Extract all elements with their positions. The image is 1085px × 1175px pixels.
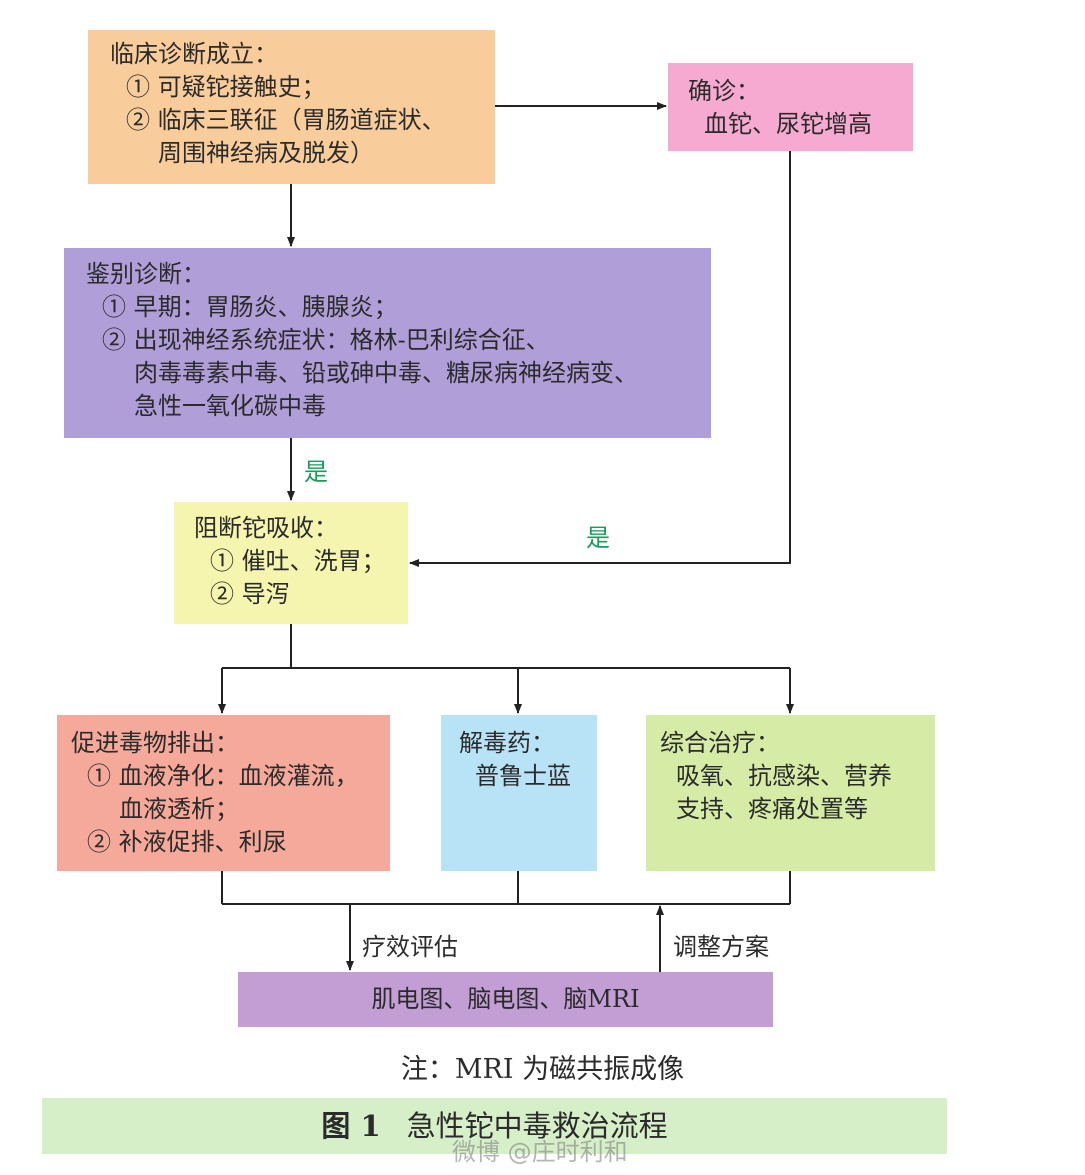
differential-title: 鉴别诊断： bbox=[86, 260, 206, 288]
yes-label-left: 是 bbox=[304, 458, 328, 486]
confirm-diagnosis-box: 确诊： 血铊、尿铊增高 bbox=[668, 63, 913, 151]
block-absorption-box: 阻断铊吸收： ① 催吐、洗胃； ② 导泻 bbox=[174, 502, 408, 624]
block-item-1: ① 催吐、洗胃； bbox=[210, 547, 386, 575]
general-item-2: 支持、疼痛处置等 bbox=[676, 795, 868, 823]
differential-item-2-cont-1: 肉毒毒素中毒、铅或砷中毒、糖尿病神经病变、 bbox=[134, 359, 638, 387]
watermark: 微博 @庄时利和 bbox=[452, 1138, 628, 1166]
exam-box: 肌电图、脑电图、脑MRI bbox=[238, 972, 773, 1027]
figure-number: 图 1 bbox=[321, 1109, 381, 1143]
evaluate-label: 疗效评估 bbox=[362, 933, 458, 961]
differential-item-2: ② 出现神经系统症状：格林-巴利综合征、 bbox=[102, 326, 550, 354]
differential-item-1: ① 早期：胃肠炎、胰腺炎； bbox=[102, 293, 398, 321]
general-item-1: 吸氧、抗感染、营养 bbox=[676, 762, 892, 790]
promote-item-1-cont: 血液透析； bbox=[119, 795, 239, 823]
promote-excretion-box: 促进毒物排出： ① 血液净化：血液灌流， 血液透析； ② 补液促排、利尿 bbox=[57, 715, 390, 871]
exam-text: 肌电图、脑电图、脑MRI bbox=[371, 985, 640, 1013]
yes-label-right: 是 bbox=[586, 524, 610, 552]
figure-caption: 图 1 急性铊中毒救治流程 bbox=[42, 1098, 947, 1154]
confirm-text: 血铊、尿铊增高 bbox=[704, 110, 872, 138]
clinical-title: 临床诊断成立： bbox=[110, 40, 278, 68]
block-item-2: ② 导泻 bbox=[210, 580, 290, 608]
arrow-confirm-to-block bbox=[409, 151, 791, 567]
antidote-box: 解毒药： 普鲁士蓝 bbox=[441, 715, 597, 871]
confirm-title: 确诊： bbox=[688, 77, 760, 105]
figure-title: 急性铊中毒救治流程 bbox=[406, 1109, 668, 1143]
figure-note: 注：MRI 为磁共振成像 bbox=[400, 1054, 685, 1085]
block-title: 阻断铊吸收： bbox=[194, 514, 338, 542]
clinical-diagnosis-box: 临床诊断成立： ① 可疑铊接触史； ② 临床三联征（胃肠道症状、 周围神经病及脱… bbox=[88, 30, 495, 184]
general-title: 综合治疗： bbox=[660, 729, 780, 757]
promote-item-2: ② 补液促排、利尿 bbox=[87, 828, 287, 856]
caption-band bbox=[42, 1098, 947, 1154]
adjust-label: 调整方案 bbox=[673, 933, 769, 961]
clinical-item-1: ① 可疑铊接触史； bbox=[126, 73, 326, 101]
promote-item-1: ① 血液净化：血液灌流， bbox=[87, 762, 359, 790]
clinical-item-2: ② 临床三联征（胃肠道症状、 bbox=[126, 106, 446, 134]
promote-title: 促进毒物排出： bbox=[71, 729, 239, 757]
differential-diagnosis-box: 鉴别诊断： ① 早期：胃肠炎、胰腺炎； ② 出现神经系统症状：格林-巴利综合征、… bbox=[64, 248, 711, 438]
antidote-text: 普鲁士蓝 bbox=[475, 762, 571, 790]
differential-item-2-cont-2: 急性一氧化碳中毒 bbox=[134, 392, 326, 420]
clinical-item-2-cont: 周围神经病及脱发） bbox=[158, 139, 374, 167]
general-treatment-box: 综合治疗： 吸氧、抗感染、营养 支持、疼痛处置等 bbox=[646, 715, 935, 871]
antidote-title: 解毒药： bbox=[459, 729, 555, 757]
